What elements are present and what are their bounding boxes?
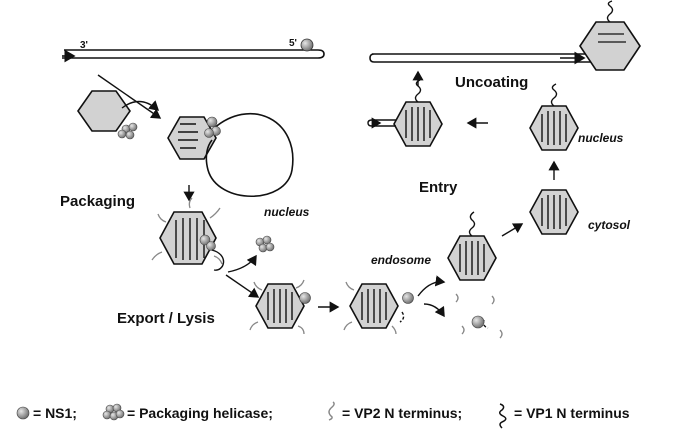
nuclear-entry-capsid: [529, 83, 579, 151]
nucleus-label-left: nucleus: [264, 205, 310, 219]
legend-ns1-icon: [16, 406, 30, 420]
nucleus-label-right: nucleus: [578, 131, 624, 145]
export-lysis-label: Export / Lysis: [117, 310, 215, 327]
unpackaged-dna-loop: [205, 112, 294, 198]
cytosol-label: cytosol: [588, 218, 631, 232]
legend-vp2-icon: [328, 401, 335, 421]
legend-vp1-text: = VP1 N terminus: [514, 405, 630, 421]
legend-vp2-text: = VP2 N terminus;: [342, 405, 463, 421]
endosome-capsid: [343, 281, 414, 335]
ns1-released: [471, 315, 485, 329]
uncoating-capsid: [367, 79, 443, 147]
arrow-endosome-escape: [417, 275, 446, 297]
legend-helicase-icon: [102, 403, 125, 421]
full-capsid-nuclear: [151, 197, 225, 271]
empty-capsid: [77, 90, 131, 132]
genome-strand-top-left: [62, 49, 325, 63]
entry-label: Entry: [419, 179, 458, 196]
endosome-label: endosome: [371, 253, 432, 267]
exported-capsid: [249, 279, 311, 335]
opened-capsid: [579, 0, 641, 71]
uncoating-label: Uncoating: [455, 74, 529, 91]
legend-helicase-text: = Packaging helicase;: [127, 405, 273, 421]
arrow-debris-release: [423, 303, 445, 318]
arrow-helicase-release: [227, 254, 257, 273]
packaging-helicase: [117, 122, 138, 140]
entry-capsid: [447, 211, 497, 281]
five-prime-label: 5': [289, 38, 297, 49]
packaging-label: Packaging: [60, 193, 136, 210]
ns1-protein: [300, 38, 314, 52]
arrow-helicase-binding: [121, 100, 160, 111]
released-helicase: [255, 235, 275, 253]
arrow-entry-to-cytosol: [501, 223, 524, 237]
legend-ns1-text: = NS1;: [33, 405, 77, 421]
cytosol-capsid: [529, 189, 579, 235]
released-debris: [455, 293, 503, 339]
three-prime-label: 3': [80, 40, 88, 51]
arrow-to-exported-capsid: [225, 274, 260, 298]
legend-vp1-icon: [499, 403, 507, 429]
helicase-on-capsid: [204, 116, 221, 138]
packaging-dna-coil: [178, 123, 198, 149]
